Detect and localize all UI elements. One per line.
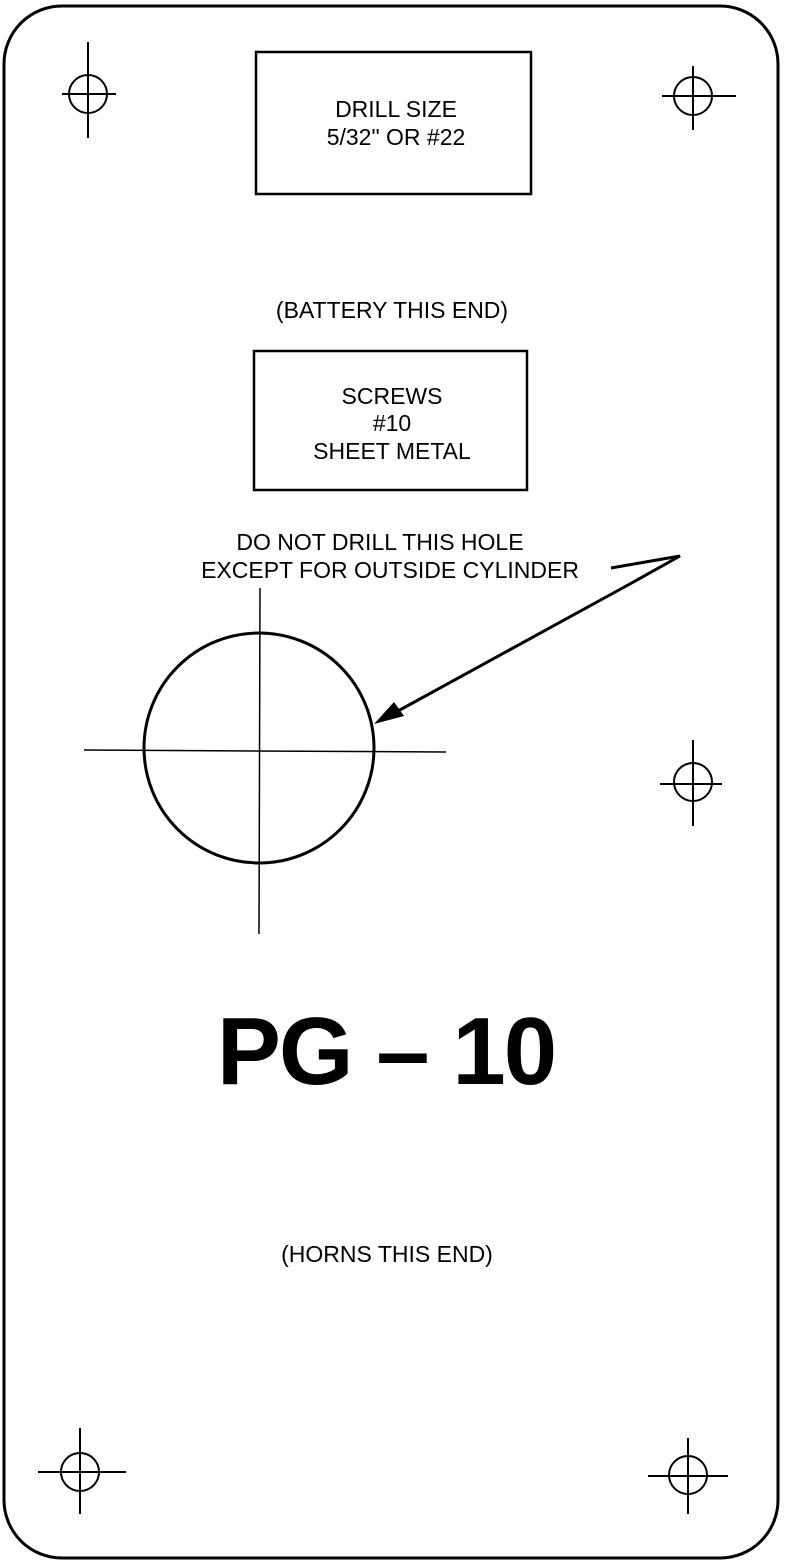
crosshair-bottom-right — [648, 1438, 728, 1514]
battery-end-label: (BATTERY THIS END) — [276, 297, 508, 323]
crosshair-bottom-left — [38, 1428, 126, 1514]
part-number-title: PG – 10 — [217, 998, 555, 1105]
screws-box: SCREWS #10 SHEET METAL — [252, 349, 529, 492]
drill-size-line-2: 5/32" OR #22 — [327, 124, 466, 150]
screws-line-1: SCREWS — [342, 383, 443, 409]
drill-size-frame — [254, 50, 533, 196]
arrow-head — [374, 702, 404, 724]
crosshair-top-left — [62, 42, 116, 138]
hole-centerline-horizontal — [83, 749, 447, 753]
hole-note-line-1: DO NOT DRILL THIS HOLE — [236, 529, 523, 555]
hole-note-line-2: EXCEPT FOR OUTSIDE CYLINDER — [201, 557, 579, 583]
template-outline — [2, 4, 780, 1560]
screws-frame — [252, 349, 529, 492]
drill-size-box: DRILL SIZE 5/32" OR #22 — [254, 50, 533, 196]
crosshair-mid-right — [660, 740, 722, 826]
leader-arrow — [374, 554, 681, 724]
screws-line-3: SHEET METAL — [313, 438, 471, 464]
crosshair-top-right — [662, 66, 736, 130]
screws-line-2: #10 — [373, 410, 411, 436]
drill-size-line-1: DRILL SIZE — [335, 96, 457, 122]
cylinder-hole — [83, 587, 447, 935]
hole-centerline-vertical — [258, 587, 261, 935]
horns-end-label: (HORNS THIS END) — [281, 1241, 493, 1267]
